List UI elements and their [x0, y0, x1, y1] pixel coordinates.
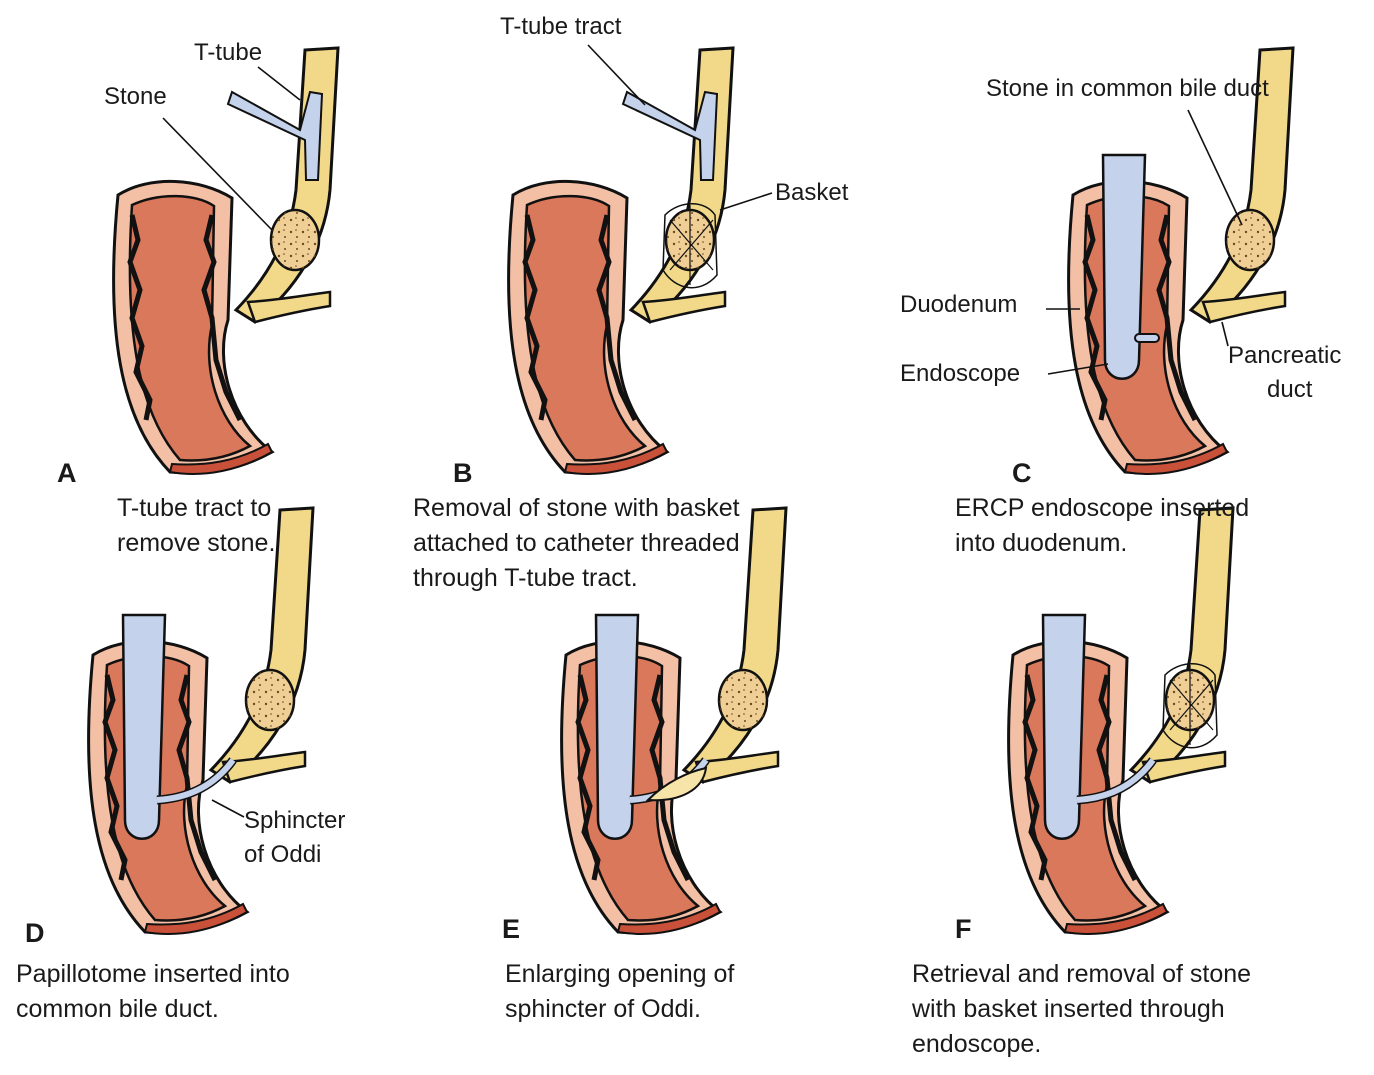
panel-b-illustration	[507, 46, 735, 475]
mucosal-fold-left	[1082, 214, 1108, 421]
duodenum-cut-rim	[1063, 902, 1169, 935]
mucosal-fold-right	[176, 674, 218, 882]
endoscope	[594, 613, 640, 840]
panel-letter-a: A	[57, 458, 77, 488]
pancreatic-duct	[1141, 750, 1227, 784]
sphincter-leader-line	[211, 799, 245, 818]
t-tube	[226, 90, 324, 181]
sphincter-label-line1: Sphincter	[244, 807, 346, 834]
t-tube	[621, 90, 719, 181]
pancreatic-duct	[246, 290, 332, 324]
endoscope-label: Endoscope	[900, 360, 1021, 387]
gallstone-texture	[1226, 210, 1274, 270]
mucosal-fold-left	[102, 674, 128, 881]
mucosal-fold-left	[575, 674, 601, 881]
t-tube-leader-line	[257, 66, 301, 101]
panel-letter-f: F	[955, 914, 972, 944]
caption-c: ERCP endoscope inserted into duodenum.	[955, 494, 1250, 557]
t-tube-label: T-tube	[194, 39, 263, 66]
caption-b: Removal of stone with basket attached to…	[413, 494, 740, 592]
panel-letter-d: D	[25, 918, 45, 948]
gallstone-texture	[246, 670, 294, 730]
pancreatic-duct-label-line1: Pancreatic	[1228, 342, 1342, 369]
endoscope	[1041, 613, 1087, 840]
duodenum-label: Duodenum	[900, 291, 1018, 318]
mucosal-fold-right	[201, 214, 243, 422]
panel-c-illustration	[1067, 46, 1295, 475]
basket-wires	[1169, 665, 1214, 745]
panel-e-illustration	[560, 506, 788, 935]
pancreatic-duct	[1201, 290, 1287, 324]
caption-a: T-tube tract to remove stone.	[117, 494, 276, 557]
mucosal-fold-left	[522, 214, 548, 421]
basket-label: Basket	[775, 179, 849, 206]
caption-e: Enlarging opening of sphincter of Oddi.	[505, 960, 735, 1023]
t-tube-tract-leader-line	[587, 44, 646, 106]
panel-d-illustration	[87, 506, 315, 935]
gallstone-texture	[271, 210, 319, 270]
duodenum-cut-rim	[143, 902, 249, 935]
mucosal-fold-right	[1096, 674, 1138, 882]
basket-wires	[669, 205, 714, 285]
panel-letter-b: B	[453, 458, 473, 488]
enlarged-sphincter-opening	[645, 766, 708, 802]
t-tube-tract-label: T-tube tract	[500, 13, 622, 40]
duodenum-cut-rim	[563, 442, 669, 475]
panel-a-illustration	[112, 46, 340, 475]
stone-label: Stone	[104, 83, 167, 110]
panel-letter-c: C	[1012, 458, 1032, 488]
panel-f-illustration	[1007, 506, 1235, 935]
endoscope	[121, 613, 167, 840]
mucosal-fold-left	[1022, 674, 1048, 881]
pancreatic-duct	[221, 750, 307, 784]
sphincter-label-line2: of Oddi	[244, 841, 322, 868]
caption-d: Papillotome inserted into common bile du…	[16, 960, 290, 1023]
endoscope-tip	[1134, 333, 1160, 343]
common-bile-duct	[628, 46, 735, 324]
pancreatic-duct-leader-line	[1221, 321, 1229, 347]
papillotome	[156, 758, 236, 803]
pancreatic-duct	[694, 750, 780, 784]
duodenum-cut-rim	[616, 902, 722, 935]
basket-leader-line	[719, 192, 773, 211]
mucosal-fold-left	[127, 214, 153, 421]
stone-leader-line	[162, 117, 273, 231]
retrieval-basket	[662, 203, 718, 289]
panel-letter-e: E	[502, 914, 521, 944]
retrieval-basket	[1162, 663, 1218, 749]
gallstone-texture	[719, 670, 767, 730]
mucosal-fold-right	[596, 214, 638, 422]
endoscope-leader-line	[1047, 363, 1109, 375]
pancreatic-duct-label-line2: duct	[1267, 376, 1313, 403]
pancreatic-duct	[641, 290, 727, 324]
endoscope	[1101, 153, 1147, 380]
stone-cbd-label: Stone in common bile duct	[986, 75, 1269, 102]
duodenum-cut-rim	[168, 442, 274, 475]
mucosal-fold-right	[649, 674, 691, 882]
papillotome	[1076, 758, 1156, 803]
caption-f: Retrieval and removal of stone with bask…	[912, 960, 1252, 1058]
mucosal-fold-right	[1156, 214, 1198, 422]
stone-cbd-leader-line	[1187, 109, 1243, 226]
duodenum-cut-rim	[1123, 442, 1229, 475]
